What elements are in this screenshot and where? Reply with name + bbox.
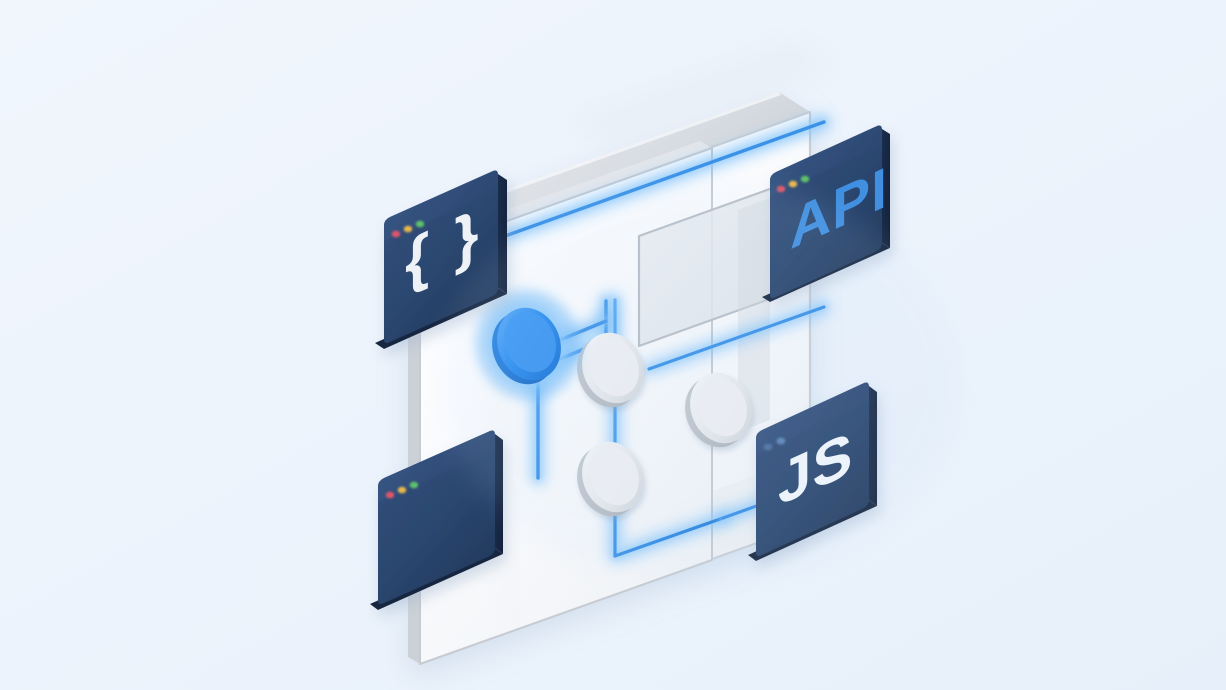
braces-card-dot-red: [391, 230, 401, 238]
code-card-dot-green: [409, 481, 419, 489]
braces-card-dot-green: [415, 220, 425, 228]
api-card-dot-yellow: [788, 180, 798, 188]
api-card-edge: [882, 129, 890, 248]
panel-ghost-back: [565, 36, 840, 148]
braces-card-titlebar: [384, 170, 498, 241]
panel-top-ridge: [487, 92, 781, 199]
api-card-titlebar: [770, 125, 882, 196]
braces-card-dot-yellow: [403, 225, 413, 233]
code-card-dot-red: [385, 491, 395, 499]
braces-card[interactable]: { }: [375, 170, 507, 350]
api-card-dot-green: [800, 175, 810, 183]
panel-top-face: [487, 92, 810, 216]
code-card-dot-yellow: [397, 486, 407, 494]
ambient-glow: [440, 180, 960, 580]
